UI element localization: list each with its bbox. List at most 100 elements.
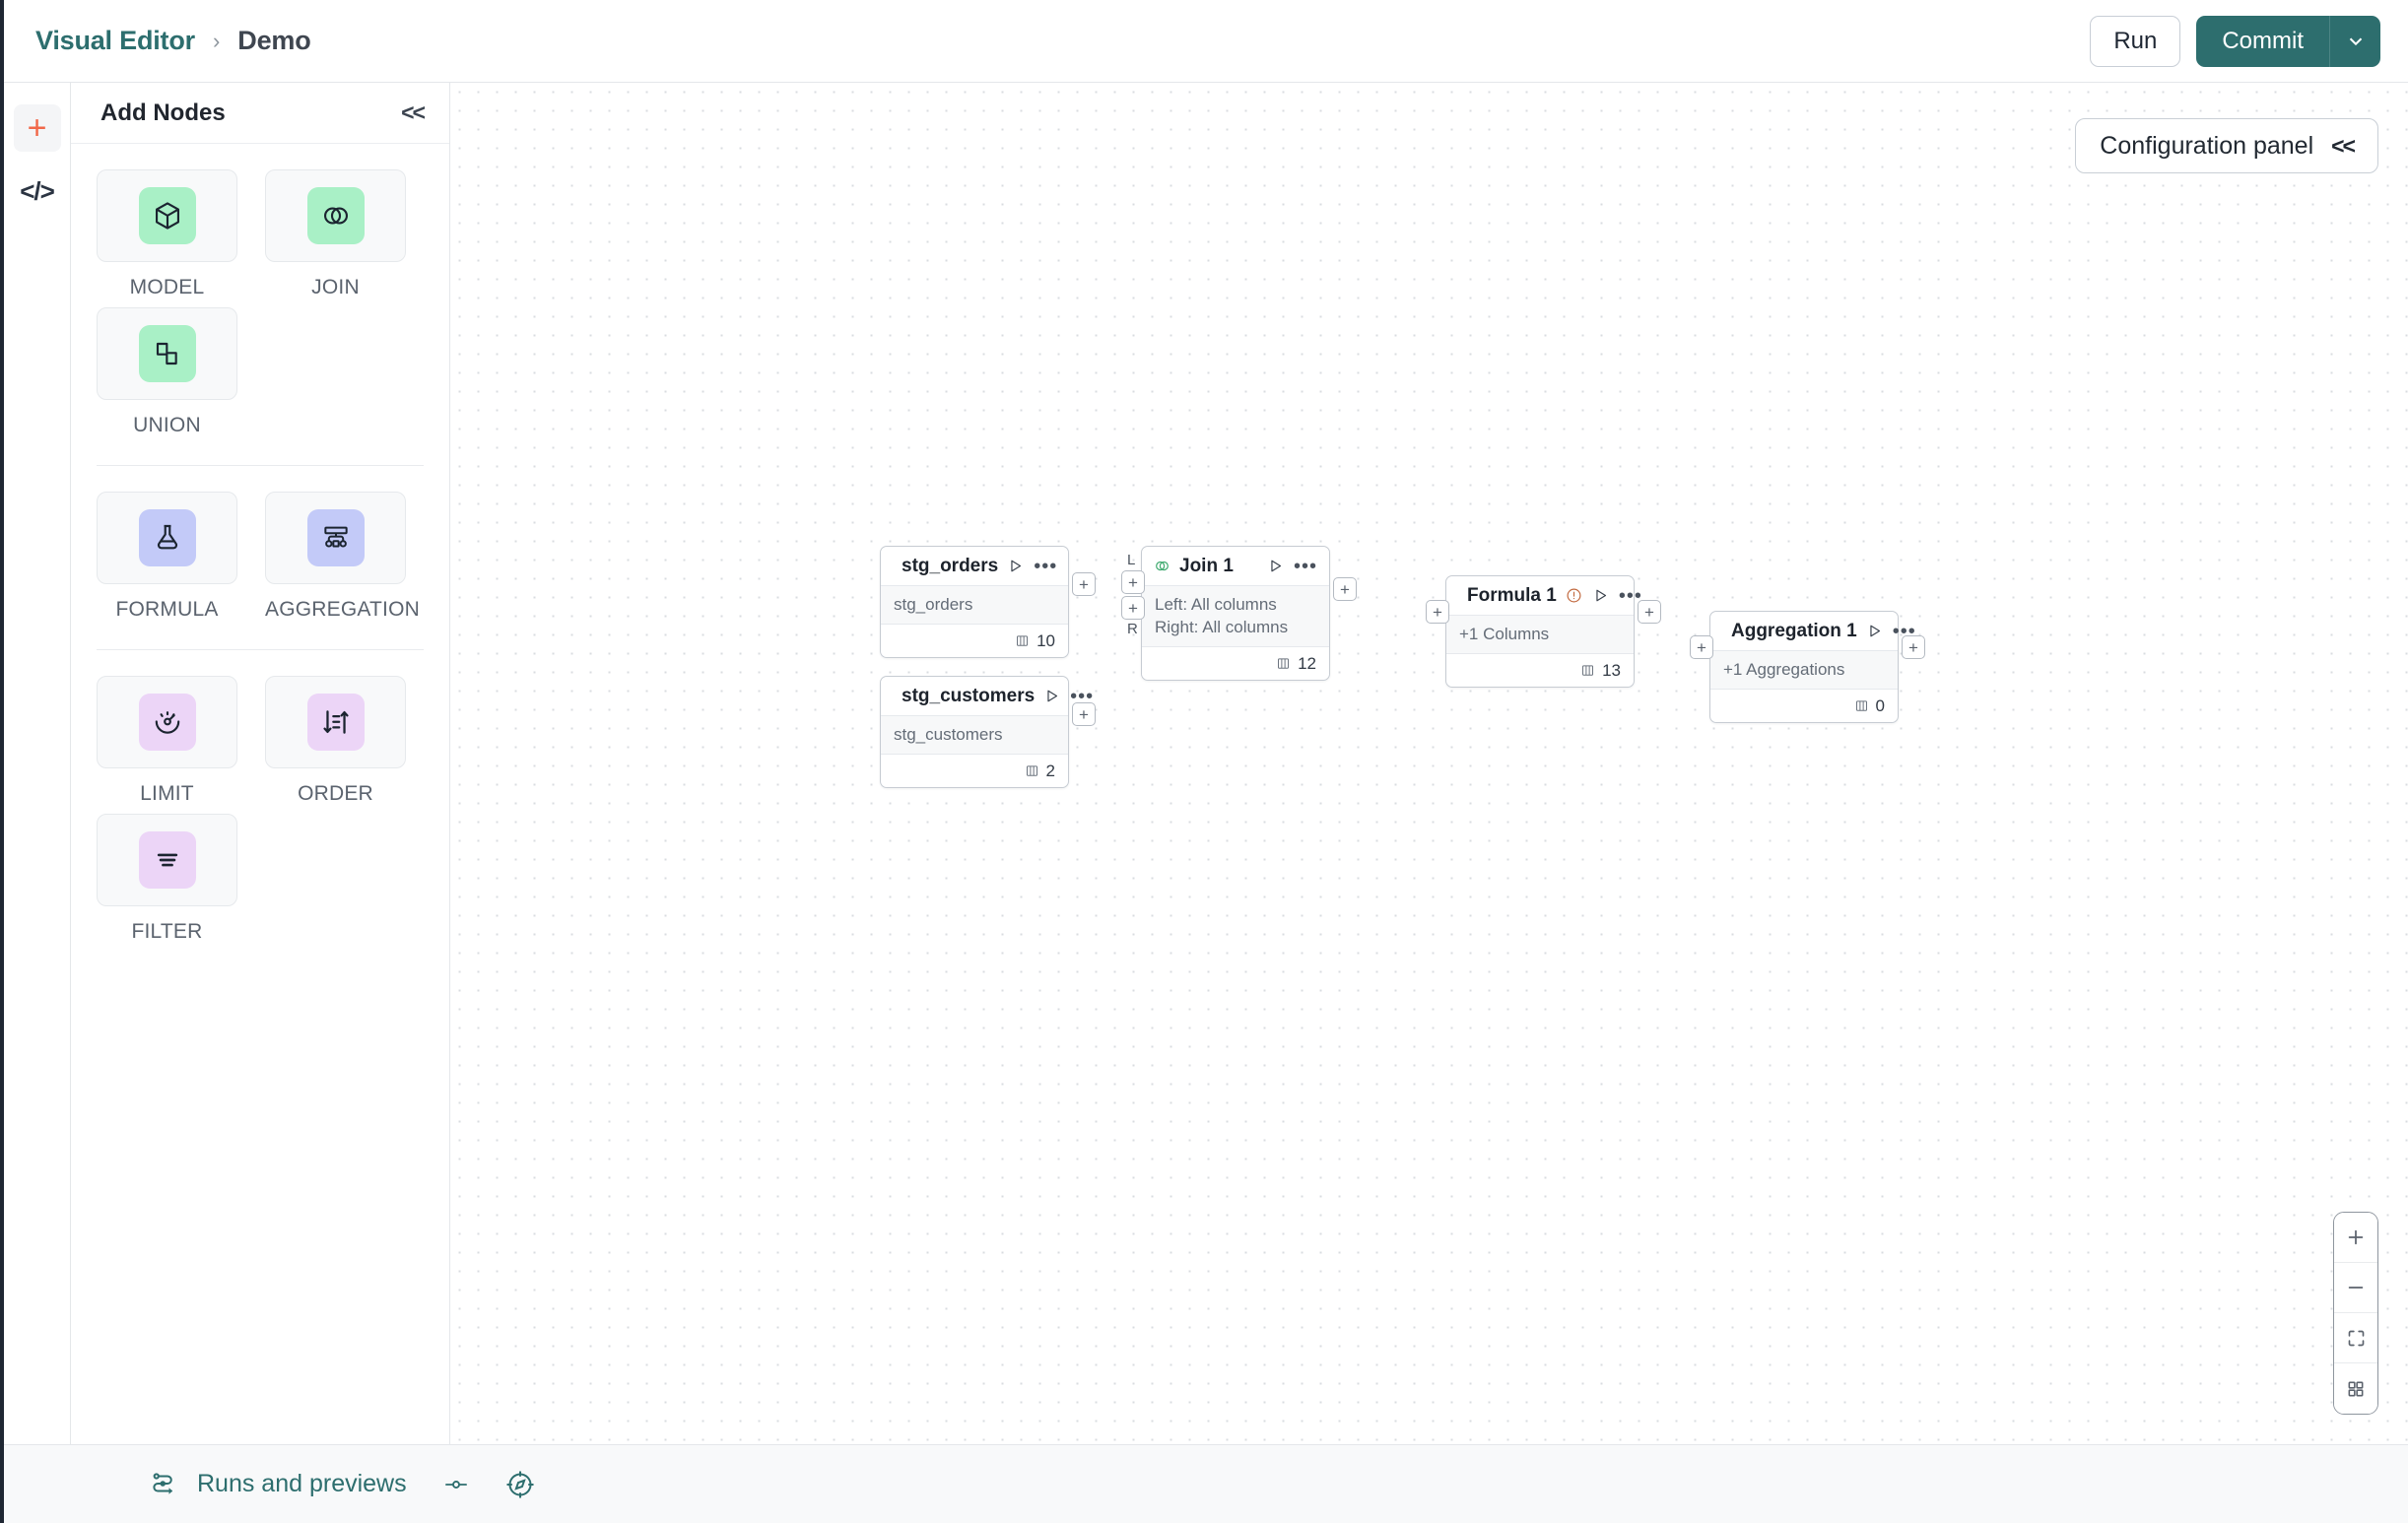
flow-node-formula-1[interactable]: Formula 1 ••• +1 Columns	[1426, 575, 1661, 688]
commit-button-group: Commit	[2196, 15, 2380, 67]
right-input-port[interactable]: +	[1121, 596, 1145, 620]
flow-node-tools: •••	[1566, 584, 1642, 607]
run-button[interactable]: Run	[2090, 15, 2181, 67]
zoom-out-button[interactable]	[2334, 1263, 2377, 1313]
node-tile	[97, 676, 237, 768]
flow-node-stg-orders[interactable]: stg_orders ••• stg_orders 10	[880, 546, 1096, 658]
left-input-port[interactable]: +	[1121, 570, 1145, 594]
run-node-button[interactable]	[1866, 623, 1883, 639]
order-icon	[322, 710, 349, 734]
flow-node-body: stg_orders	[881, 586, 1068, 624]
add-nodes-panel-body: MODEL JOIN	[71, 144, 449, 952]
output-port[interactable]: +	[1638, 600, 1661, 624]
node-warning-indicator[interactable]	[1566, 587, 1582, 604]
node-tile	[97, 814, 237, 906]
flow-node-join-1[interactable]: Join 1 ••• Left: All columns Right: All …	[1121, 546, 1357, 681]
flow-node-title: Join 1	[1179, 555, 1234, 576]
node-type-formula[interactable]: FORMULA	[97, 492, 237, 622]
node-type-label: MODEL	[129, 276, 205, 298]
fit-view-button[interactable]	[2334, 1313, 2377, 1363]
commit-button[interactable]: Commit	[2196, 15, 2329, 67]
flow-node-header: Aggregation 1 •••	[1710, 612, 1915, 651]
node-group-sources: MODEL JOIN	[97, 169, 424, 445]
node-chip	[138, 187, 196, 244]
node-type-aggregation[interactable]: AGGREGATION	[265, 492, 420, 622]
columns-icon	[1026, 765, 1037, 776]
zoom-controls	[2333, 1212, 2378, 1415]
flow-node-header: Formula 1 •••	[1446, 576, 1641, 616]
output-port[interactable]: +	[1333, 577, 1357, 601]
code-view-rail-button[interactable]: </>	[14, 167, 61, 215]
warning-circle-icon	[1567, 588, 1581, 603]
columns-icon	[1582, 665, 1594, 676]
node-group-row-ops: LIMIT ORDER	[97, 676, 424, 952]
play-icon	[1047, 690, 1058, 702]
node-type-union[interactable]: UNION	[97, 307, 237, 437]
collapse-panel-button[interactable]: <<	[401, 99, 426, 125]
compass-button[interactable]	[505, 1470, 535, 1499]
node-menu-button[interactable]: •••	[1070, 685, 1095, 707]
node-tile	[97, 169, 237, 262]
minimap-toggle-button[interactable]	[2334, 1363, 2377, 1414]
node-chip	[138, 694, 196, 751]
output-port[interactable]: +	[1072, 572, 1096, 596]
slider-icon	[444, 1480, 467, 1489]
flow-node-footer: 0	[1710, 689, 1898, 722]
node-type-filter[interactable]: FILTER	[97, 814, 237, 944]
output-port[interactable]: +	[1902, 635, 1925, 659]
settings-toggle-button[interactable]	[442, 1471, 470, 1498]
run-node-button[interactable]	[1267, 558, 1284, 574]
output-port[interactable]: +	[1072, 702, 1096, 726]
node-type-label: LIMIT	[140, 782, 194, 805]
node-menu-button[interactable]: •••	[1892, 620, 1916, 642]
top-bar-actions: Run Commit	[2090, 15, 2380, 67]
flow-node-body: stg_customers	[881, 716, 1068, 754]
node-chip	[138, 831, 196, 889]
node-menu-button[interactable]: •••	[1618, 584, 1642, 607]
run-node-button[interactable]	[1592, 587, 1609, 604]
flow-node-stg-customers[interactable]: stg_customers ••• stg_customers 2	[880, 676, 1096, 788]
run-node-button[interactable]	[1043, 688, 1060, 704]
commit-dropdown-button[interactable]	[2329, 15, 2380, 67]
add-node-rail-button[interactable]: +	[13, 104, 61, 152]
run-node-button[interactable]	[1007, 558, 1024, 574]
breadcrumb-root[interactable]: Visual Editor	[35, 26, 195, 55]
flow-canvas[interactable]: Configuration panel << stg_orders	[450, 83, 2408, 1444]
flow-node-body-line: stg_customers	[894, 725, 1003, 744]
flow-node-aggregation-1[interactable]: Aggregation 1 ••• +1 Aggregations	[1690, 611, 1925, 723]
input-port[interactable]: +	[1690, 635, 1713, 659]
flow-node-tools: •••	[1267, 555, 1317, 577]
node-tile	[265, 492, 406, 584]
node-chip	[138, 325, 196, 382]
play-icon	[1870, 625, 1880, 637]
node-type-model[interactable]: MODEL	[97, 169, 237, 299]
status-bar: Runs and previews	[4, 1444, 2408, 1523]
union-icon	[156, 342, 177, 365]
add-nodes-panel-header: Add Nodes <<	[71, 83, 449, 144]
runs-and-previews-button[interactable]: Runs and previews	[150, 1470, 407, 1499]
node-type-label: ORDER	[298, 782, 373, 805]
venn-icon	[1156, 561, 1169, 571]
code-icon: </>	[20, 175, 55, 206]
breadcrumb-separator-icon: ›	[212, 28, 221, 53]
flow-node-footer: 10	[881, 624, 1068, 657]
configuration-panel-button[interactable]: Configuration panel <<	[2075, 118, 2378, 173]
top-bar: Visual Editor › Demo Run Commit	[4, 0, 2408, 83]
node-type-limit[interactable]: LIMIT	[97, 676, 237, 806]
node-menu-button[interactable]: •••	[1034, 555, 1058, 577]
flow-node-body: Left: All columns Right: All columns	[1142, 586, 1329, 646]
venn-icon	[323, 207, 348, 225]
node-type-order[interactable]: ORDER	[265, 676, 406, 806]
flow-node-body: +1 Aggregations	[1710, 651, 1898, 689]
node-type-join[interactable]: JOIN	[265, 169, 406, 299]
panel-title: Add Nodes	[100, 99, 226, 126]
input-port[interactable]: +	[1426, 600, 1449, 624]
plus-icon	[2348, 1229, 2364, 1245]
node-menu-button[interactable]: •••	[1293, 555, 1317, 577]
column-count: 0	[1875, 695, 1885, 715]
flow-node-body-line: stg_orders	[894, 595, 973, 614]
zoom-in-button[interactable]	[2334, 1213, 2377, 1263]
column-count: 10	[1037, 630, 1055, 650]
flow-node-header: stg_customers •••	[881, 677, 1093, 716]
flow-edges	[450, 83, 746, 231]
